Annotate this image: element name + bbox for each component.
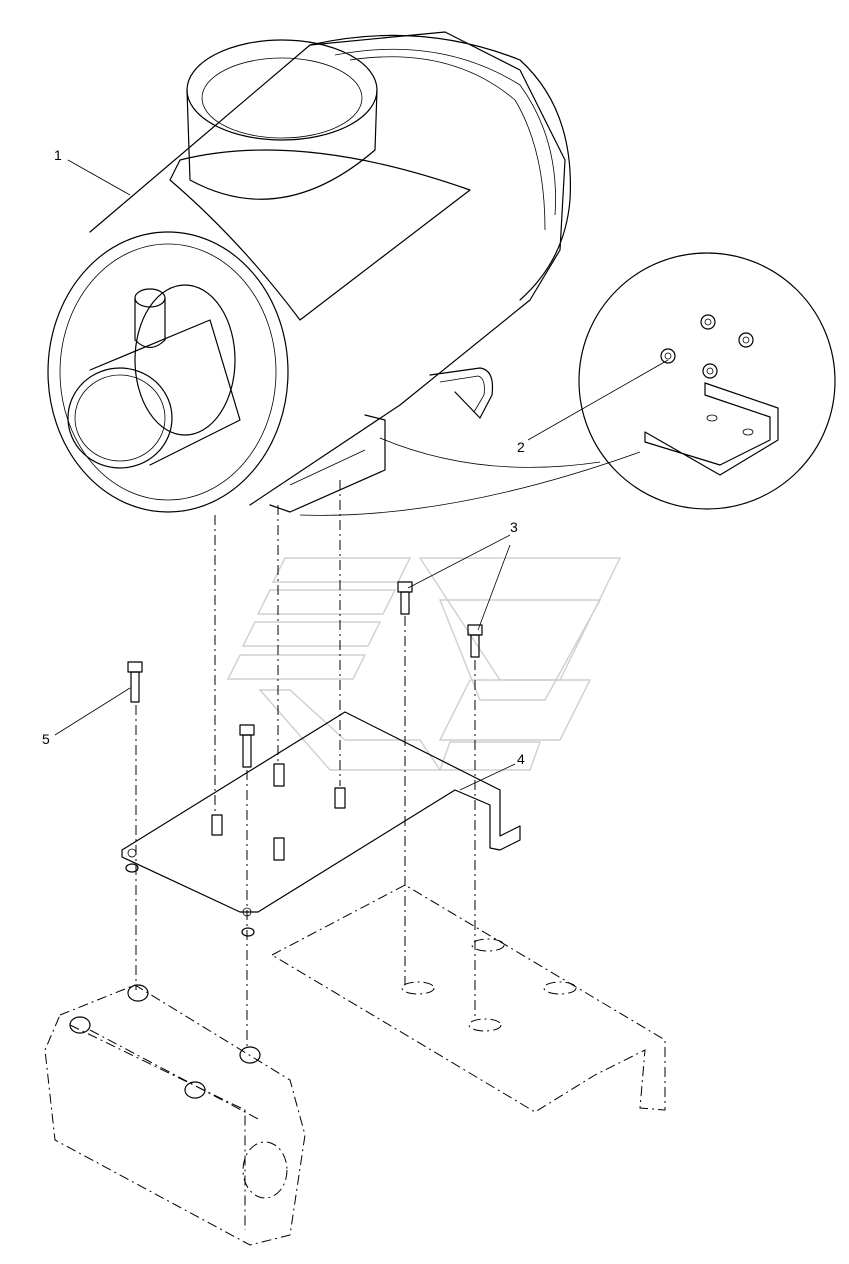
alignment-lines (135, 480, 476, 1050)
bolt-item-3 (397, 581, 413, 615)
mounting-bracket (121, 711, 521, 937)
callout-4: 4 (517, 751, 525, 767)
nut-group (660, 314, 754, 379)
callout-5: 5 (42, 731, 50, 747)
bolt-center (239, 724, 255, 768)
bolt-item-5 (127, 661, 143, 703)
watermark-logo (226, 557, 622, 771)
callout-2: 2 (517, 439, 525, 455)
frame-plate (270, 884, 666, 1113)
detail-circle (299, 252, 836, 516)
callout-3: 3 (510, 519, 518, 535)
bolt-item-3b (467, 624, 483, 658)
callout-1: 1 (54, 147, 62, 163)
leader-lines (54, 159, 669, 791)
engine-block (44, 984, 306, 1246)
air-filter-housing (47, 31, 572, 513)
stud-group (211, 763, 346, 861)
